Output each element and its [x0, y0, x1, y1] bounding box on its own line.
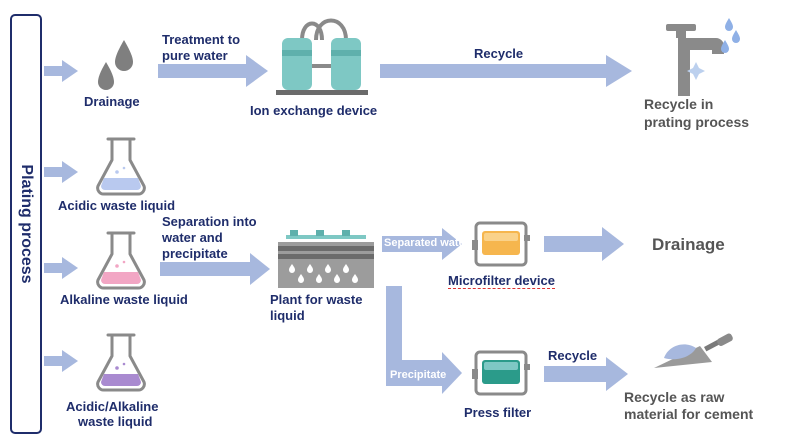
drainage-out-label: Drainage — [652, 235, 725, 254]
sidebar-frame — [10, 14, 42, 434]
arrow-to-drainage — [44, 60, 78, 82]
plant-label-line2: liquid — [270, 308, 305, 323]
plant-label-line1: Plant for waste — [270, 292, 363, 307]
cement-label-line2: material for cement — [624, 406, 754, 422]
arrow-treatment — [158, 55, 268, 87]
alkaline-flask-icon — [96, 231, 146, 290]
recycle-plating-line1: Recycle in — [644, 96, 714, 112]
arrow-to-alkaline — [44, 257, 78, 279]
faucet-icon — [666, 18, 740, 96]
separation-line2: water and — [162, 230, 223, 245]
plant-icon — [278, 230, 374, 288]
recycle-top-label: Recycle — [474, 46, 524, 61]
trowel-icon — [654, 333, 733, 368]
microfilter-label: Microfilter device — [448, 273, 555, 289]
precipitate-tag: Precipitate — [390, 369, 447, 381]
mixed-label-line2: waste liquid — [78, 414, 153, 429]
treatment-label-line2: pure water — [162, 48, 228, 63]
arrow-separated-water — [382, 228, 462, 260]
arrow-to-mixed — [44, 350, 78, 372]
drainage-label: Drainage — [84, 94, 140, 109]
acidic-label: Acidic waste liquid — [58, 198, 176, 213]
cement-label-line1: Recycle as raw — [624, 389, 725, 405]
microfilter-label-text: Microfilter device — [448, 273, 555, 289]
microfilter-icon — [472, 221, 530, 267]
separation-line1: Separation into — [162, 214, 257, 229]
arrow-precipitate — [386, 286, 462, 394]
recycle-bottom-label: Recycle — [548, 348, 598, 363]
separated-water-tag: Separated water — [384, 237, 469, 249]
press-filter-icon — [472, 350, 530, 396]
arrow-drainage-out — [544, 227, 624, 261]
drops-icon — [98, 40, 133, 90]
mixed-label-line1: Acidic/Alkaline — [66, 399, 159, 414]
alkaline-label: Alkaline waste liquid — [60, 292, 188, 307]
separation-line3: precipitate — [162, 246, 228, 261]
ion-exchange-icon — [276, 18, 368, 95]
arrow-recycle-bottom — [544, 357, 628, 391]
arrow-to-acidic — [44, 161, 78, 183]
recycle-plating-line2: prating process — [644, 114, 750, 130]
ion-exchange-label: Ion exchange device — [250, 103, 378, 118]
mixed-flask-icon — [96, 333, 146, 392]
treatment-label-line1: Treatment to — [162, 32, 241, 47]
sidebar-label: Plating process — [18, 164, 35, 284]
press-filter-label: Press filter — [464, 405, 532, 420]
acidic-flask-icon — [96, 137, 146, 196]
arrow-separation — [160, 253, 270, 285]
arrow-recycle-top — [380, 55, 632, 87]
